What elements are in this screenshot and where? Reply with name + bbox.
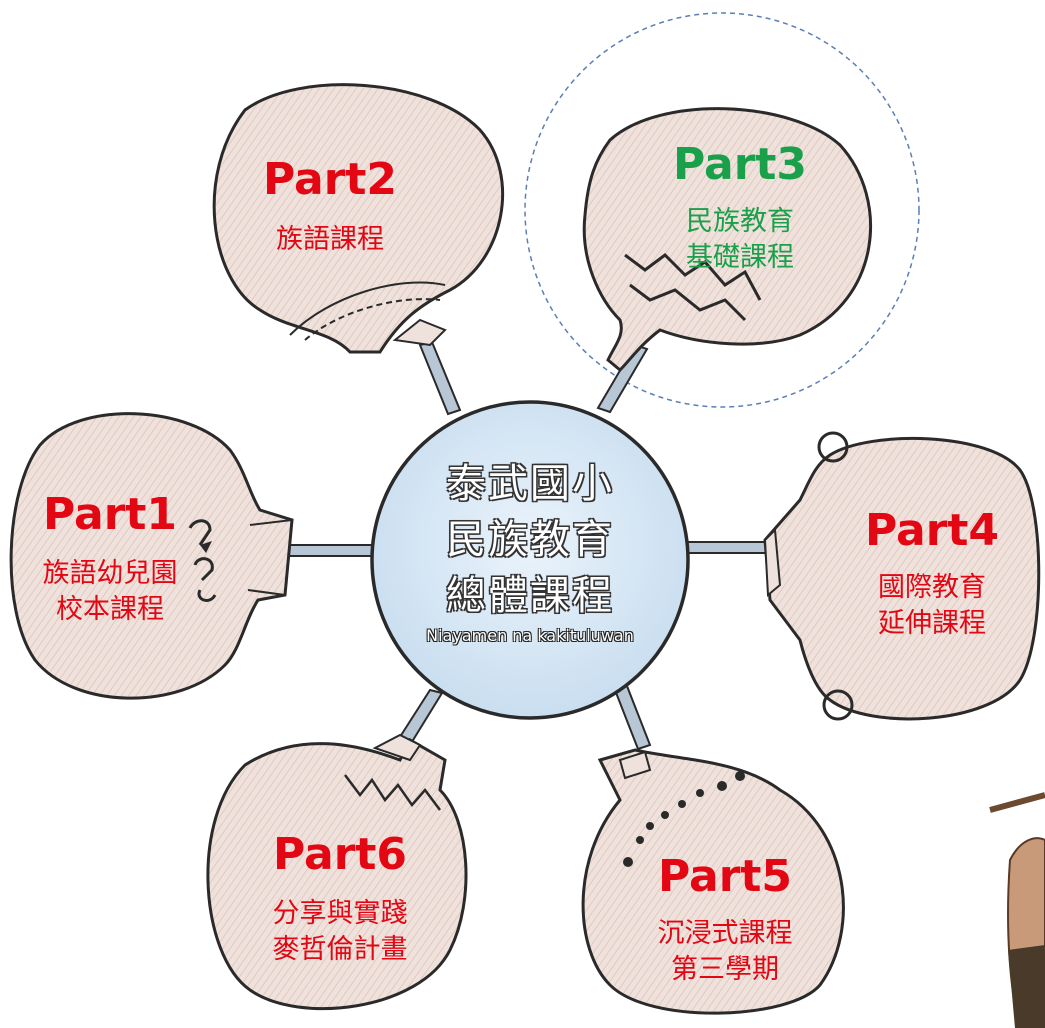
highlight-ring: [524, 12, 920, 408]
part5-line-2: 第三學期: [671, 954, 779, 985]
hub-subtitle: Niayamen na kakituluwan: [426, 626, 634, 645]
part6-title: Part6: [272, 829, 408, 880]
part4-title: Part4: [864, 505, 1000, 556]
part1-line-1: 族語幼兒園: [42, 558, 178, 589]
hub-title-line-3: 總體課程: [446, 573, 614, 619]
part5-title: Part5: [657, 851, 793, 902]
part2-title: Part2: [262, 154, 398, 205]
part1-line-2: 校本課程: [56, 594, 164, 625]
pot-part4: [763, 431, 1041, 721]
part2-line-1: 族語課程: [276, 224, 384, 255]
pot-part6: [206, 733, 468, 1011]
part6-line-2: 麥哲倫計畫: [272, 934, 408, 965]
part1-title: Part1: [42, 489, 178, 540]
part6-line-1: 分享與實踐: [272, 898, 408, 929]
part3-title: Part3: [672, 139, 808, 190]
hub-title-line-2: 民族教育: [446, 517, 614, 563]
warrior-figure: [989, 792, 1045, 1028]
pot-part2: [212, 83, 505, 354]
part3-line-2: 基礎課程: [686, 242, 794, 273]
part4-line-2: 延伸課程: [878, 608, 986, 639]
pot-part3: [582, 107, 873, 373]
part3-line-1: 民族教育: [686, 206, 794, 237]
hub-circle: [370, 400, 690, 720]
part4-line-1: 國際教育: [878, 572, 986, 603]
pot-part1: [9, 412, 294, 700]
pot-part5: [581, 748, 845, 1015]
part5-line-1: 沉浸式課程: [657, 918, 793, 949]
hub-title-line-1: 泰武國小: [446, 461, 614, 507]
